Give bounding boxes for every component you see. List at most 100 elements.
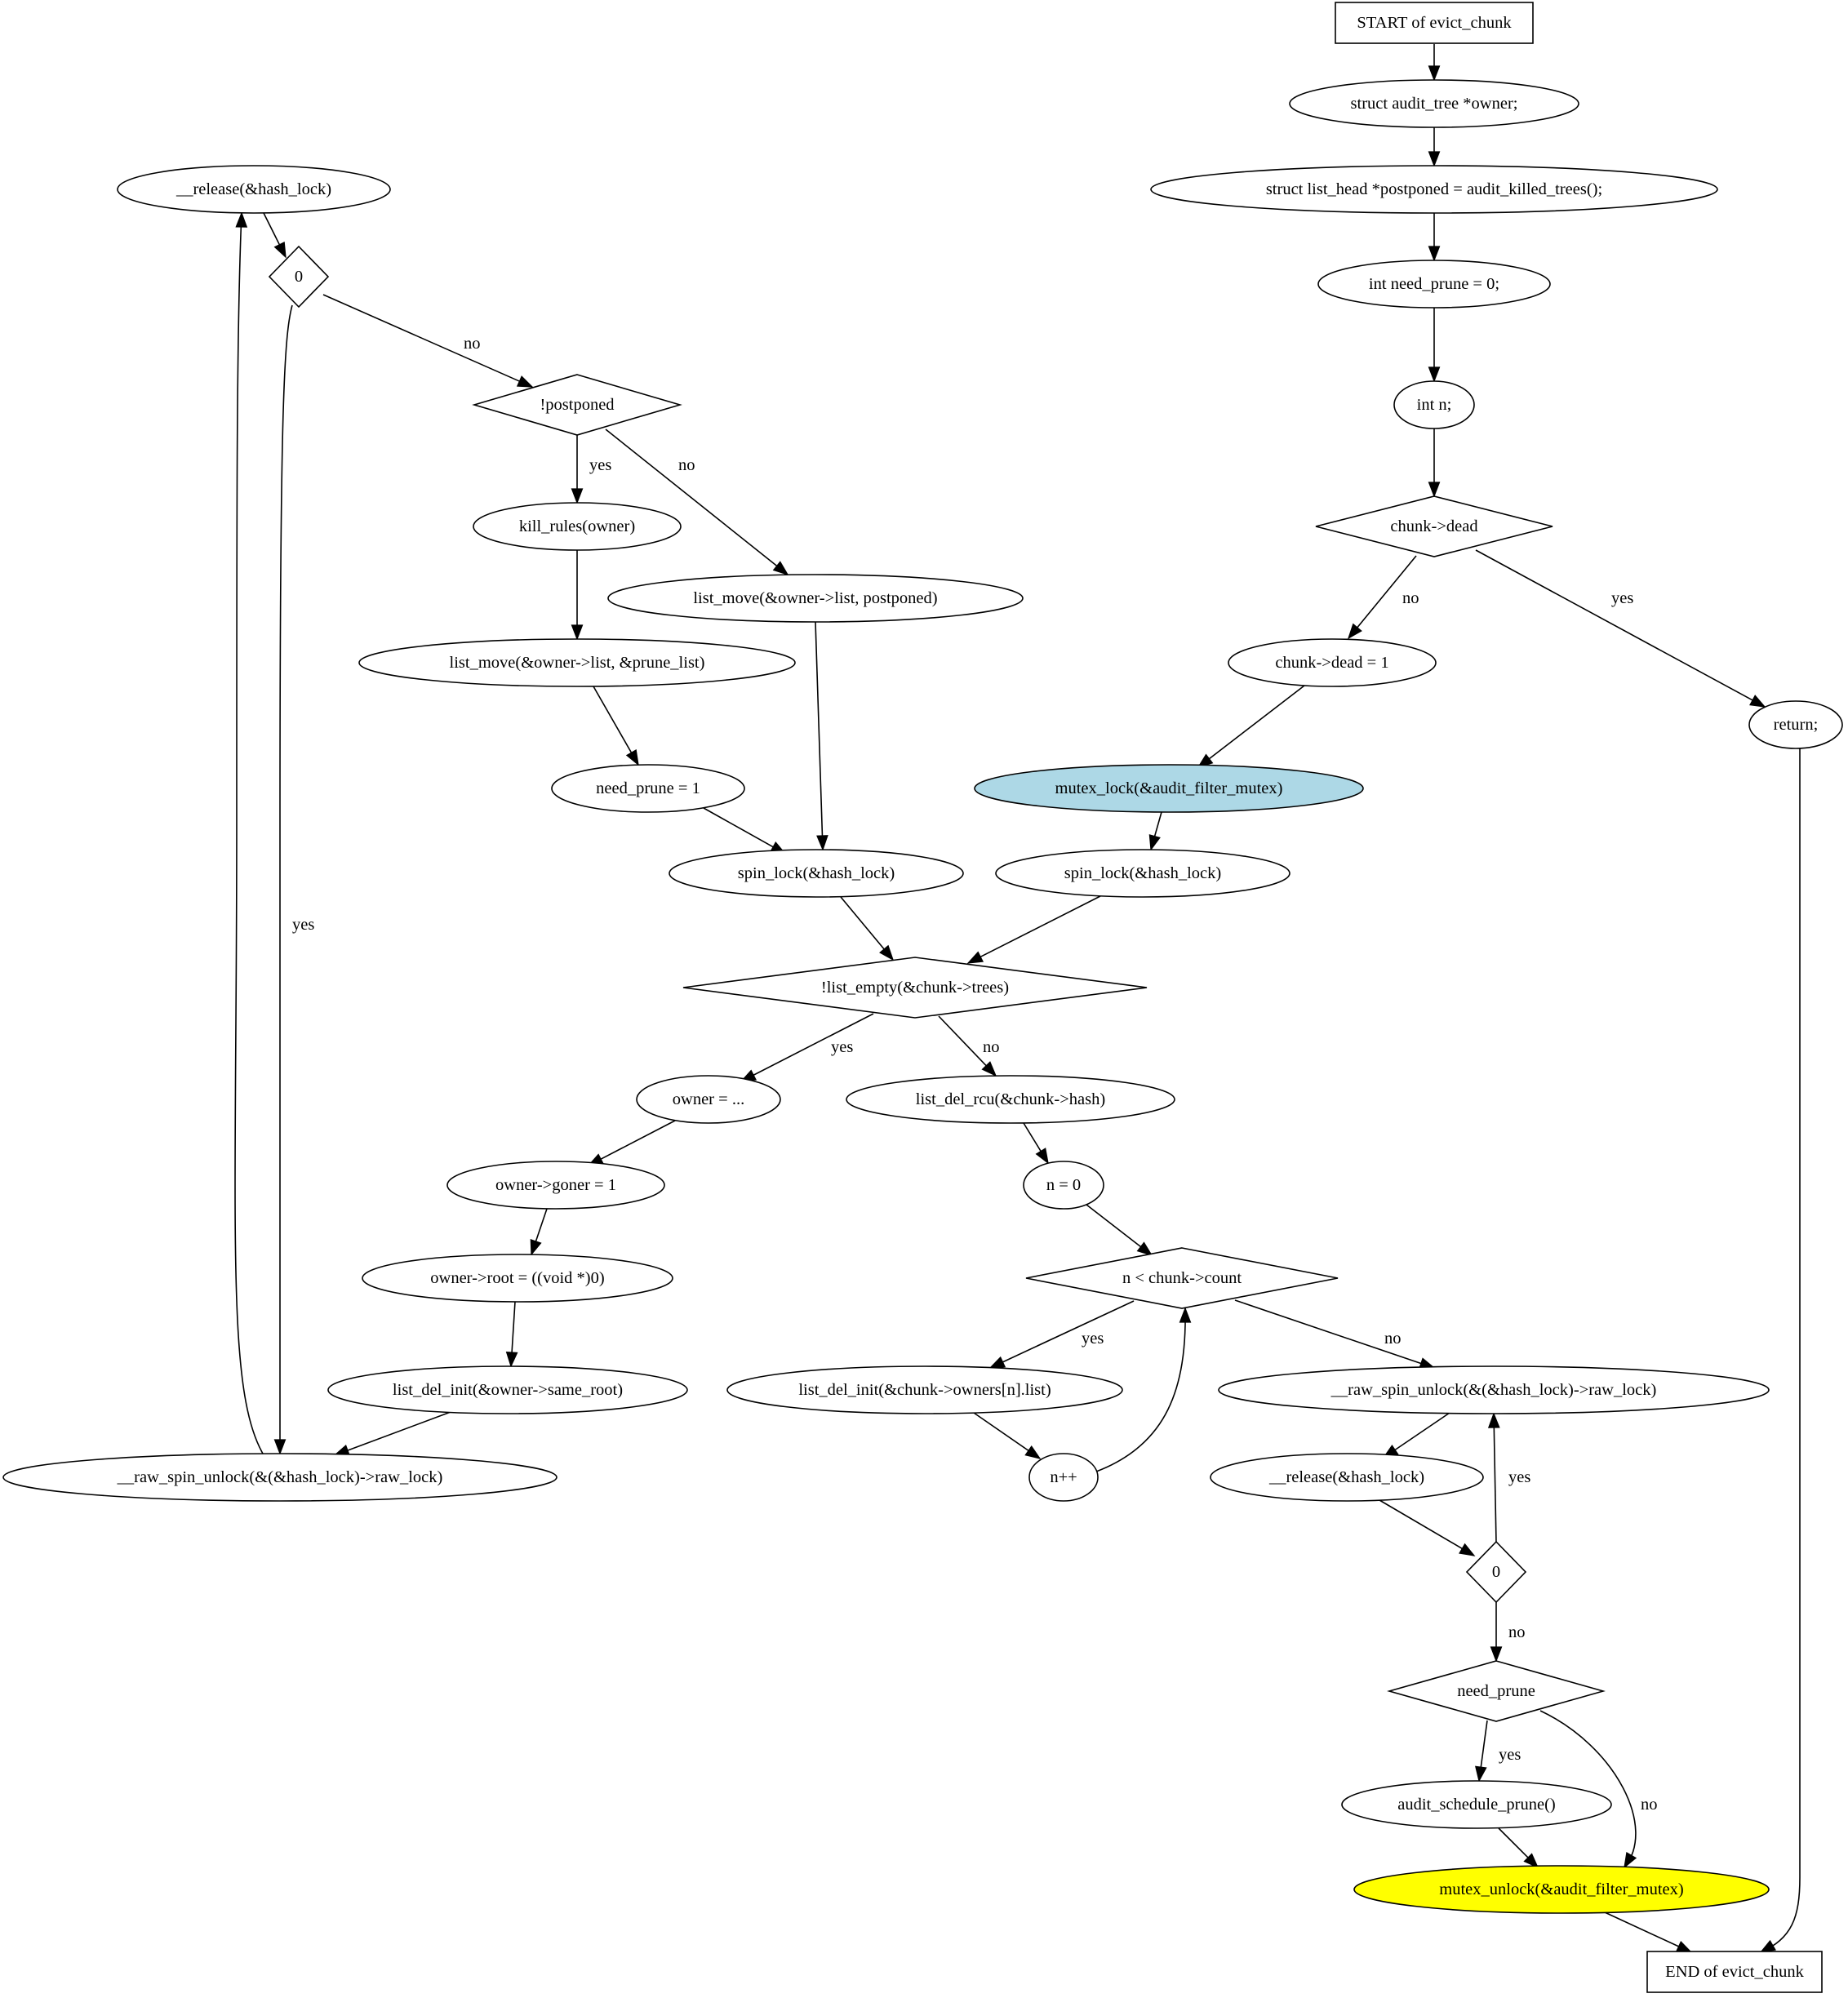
edge-raw-unlock-l-to-release-l: [234, 211, 264, 1454]
edge-line: [1095, 1308, 1186, 1472]
arrowhead: [1136, 1241, 1153, 1257]
edge-owner-assign-to-goner: [587, 1120, 676, 1166]
node-n-decl: int n;: [1393, 380, 1475, 429]
process-ellipse: [669, 849, 964, 898]
node-label: int need_prune = 0;: [1369, 275, 1499, 293]
edge-zero-l-to-raw-unlock-l: [273, 304, 293, 1455]
process-ellipse: [726, 1365, 1123, 1414]
edge-n-decl-to-chunk-dead: [1428, 428, 1441, 498]
node-del-rcu: list_del_rcu(&chunk->hash): [846, 1075, 1175, 1124]
process-ellipse: [362, 1254, 673, 1303]
edge-label-no: no: [1402, 589, 1419, 607]
edge-label-no: no: [464, 335, 481, 353]
node-label: 0: [1492, 1563, 1500, 1581]
arrowhead: [988, 1356, 1006, 1369]
node-raw-unlock-l: __raw_spin_unlock(&(&hash_lock)->raw_loc…: [2, 1453, 558, 1502]
arrowhead: [1624, 1852, 1637, 1869]
node-label: END of evict_chunk: [1665, 1963, 1804, 1981]
edge-raw-unlock-r-to-release-r: [1382, 1412, 1450, 1459]
node-label: audit_schedule_prune(): [1397, 1796, 1556, 1814]
edge-set-dead-to-mutex-lock: [1197, 685, 1305, 769]
terminal-box: [1646, 1951, 1823, 1993]
node-label: list_move(&owner->list, postponed): [693, 589, 937, 607]
edge-label-yes: yes: [831, 1038, 853, 1056]
node-label: list_del_init(&owner->same_root): [393, 1381, 623, 1399]
decision-diamond: [1315, 495, 1553, 557]
node-mutex-lock: mutex_lock(&audit_filter_mutex): [974, 764, 1364, 813]
node-label: return;: [1774, 716, 1819, 734]
edge-spin-lock-m-to-list-empty: [840, 896, 895, 961]
node-move-postponed: list_move(&owner->list, postponed): [607, 574, 1024, 623]
arrowhead: [1428, 246, 1441, 262]
edge-line: [1393, 1412, 1450, 1452]
node-chunk-dead: chunk->dead: [1315, 495, 1553, 557]
node-zero-r: 0: [1465, 1540, 1527, 1604]
edge-label-yes: yes: [1499, 1746, 1521, 1764]
node-n-inc: n++: [1028, 1453, 1099, 1502]
edge-label-yes: yes: [1082, 1330, 1104, 1348]
process-ellipse: [846, 1075, 1175, 1124]
node-spin-lock-r: spin_lock(&hash_lock): [995, 849, 1290, 898]
edge-label-no: no: [1508, 1623, 1526, 1641]
edge-schedule-prune-to-mutex-unlock: [1498, 1827, 1539, 1869]
node-label: mutex_unlock(&audit_filter_mutex): [1439, 1880, 1683, 1898]
node-label: !postponed: [540, 396, 614, 414]
node-label: struct audit_tree *owner;: [1351, 95, 1518, 113]
decision-diamond: [682, 957, 1148, 1019]
arrowhead: [1035, 1148, 1049, 1165]
node-label: struct list_head *postponed = audit_kill…: [1266, 180, 1602, 198]
edge-line: [1086, 1204, 1144, 1250]
edge-release-r-to-zero-r: [1379, 1499, 1476, 1556]
edge-need-prune-set-to-spin-lock-m: [703, 807, 787, 855]
node-postponed-decl: struct list_head *postponed = audit_kill…: [1150, 165, 1718, 214]
node-move-prune: list_move(&owner->list, &prune_list): [358, 638, 796, 687]
edge-line: [751, 1013, 874, 1077]
arrowhead: [1428, 151, 1441, 167]
edge-start-to-owner-decl: [1428, 44, 1441, 82]
edge-line: [973, 1412, 1031, 1453]
node-label: need_prune = 1: [596, 779, 700, 797]
edge-kill-rules-to-move-prune: [571, 550, 584, 641]
process-ellipse: [1218, 1365, 1770, 1414]
edge-line: [1379, 1499, 1465, 1551]
node-owner-decl: struct audit_tree *owner;: [1289, 79, 1579, 128]
node-schedule-prune: audit_schedule_prune(): [1341, 1780, 1612, 1829]
node-label: owner->root = ((void *)0): [430, 1269, 604, 1287]
process-ellipse: [1353, 1865, 1770, 1914]
arrowhead: [1490, 1646, 1503, 1663]
edge-line: [1760, 748, 1801, 1953]
node-del-owners: list_del_init(&chunk->owners[n].list): [726, 1365, 1123, 1414]
node-goner: owner->goner = 1: [446, 1161, 665, 1210]
edge-label-no: no: [983, 1038, 1000, 1056]
node-spin-lock-m: spin_lock(&hash_lock): [669, 849, 964, 898]
node-label: need_prune: [1457, 1682, 1535, 1700]
edge-move-prune-to-need-prune-set: [593, 686, 639, 766]
edge-postponed-decl-to-need-prune-decl: [1428, 213, 1441, 262]
node-label: !list_empty(&chunk->trees): [821, 979, 1009, 997]
node-owner-assign: owner = ...: [636, 1075, 781, 1124]
arrowhead: [1523, 1853, 1539, 1869]
edge-label-no: no: [678, 456, 695, 474]
arrowhead: [571, 488, 584, 504]
node-root-null: owner->root = ((void *)0): [362, 1254, 673, 1303]
arrowhead: [1759, 1939, 1776, 1953]
edge-line: [1539, 1710, 1637, 1868]
node-del-same-root: list_del_init(&owner->same_root): [327, 1365, 688, 1414]
edge-line: [1355, 555, 1417, 630]
node-label: 0: [295, 268, 303, 286]
edge-line: [1604, 1911, 1681, 1948]
node-label: chunk->dead = 1: [1275, 654, 1388, 672]
edge-n-lt-count-to-raw-unlock-r: [1234, 1299, 1436, 1370]
decision-diamond: [268, 245, 330, 309]
arrowhead: [1475, 1765, 1487, 1783]
edge-line: [1023, 1122, 1043, 1154]
process-ellipse: [636, 1075, 781, 1124]
node-label: list_del_init(&chunk->owners[n].list): [798, 1381, 1051, 1399]
node-end: END of evict_chunk: [1646, 1951, 1823, 1993]
node-raw-unlock-r: __raw_spin_unlock(&(&hash_lock)->raw_loc…: [1218, 1365, 1770, 1414]
edge-mutex-lock-to-spin-lock-r: [1148, 811, 1162, 851]
node-label: __raw_spin_unlock(&(&hash_lock)->raw_loc…: [1330, 1381, 1657, 1399]
edge-label-no: no: [1384, 1330, 1402, 1348]
edge-not-postponed-to-move-postponed: [605, 428, 789, 576]
